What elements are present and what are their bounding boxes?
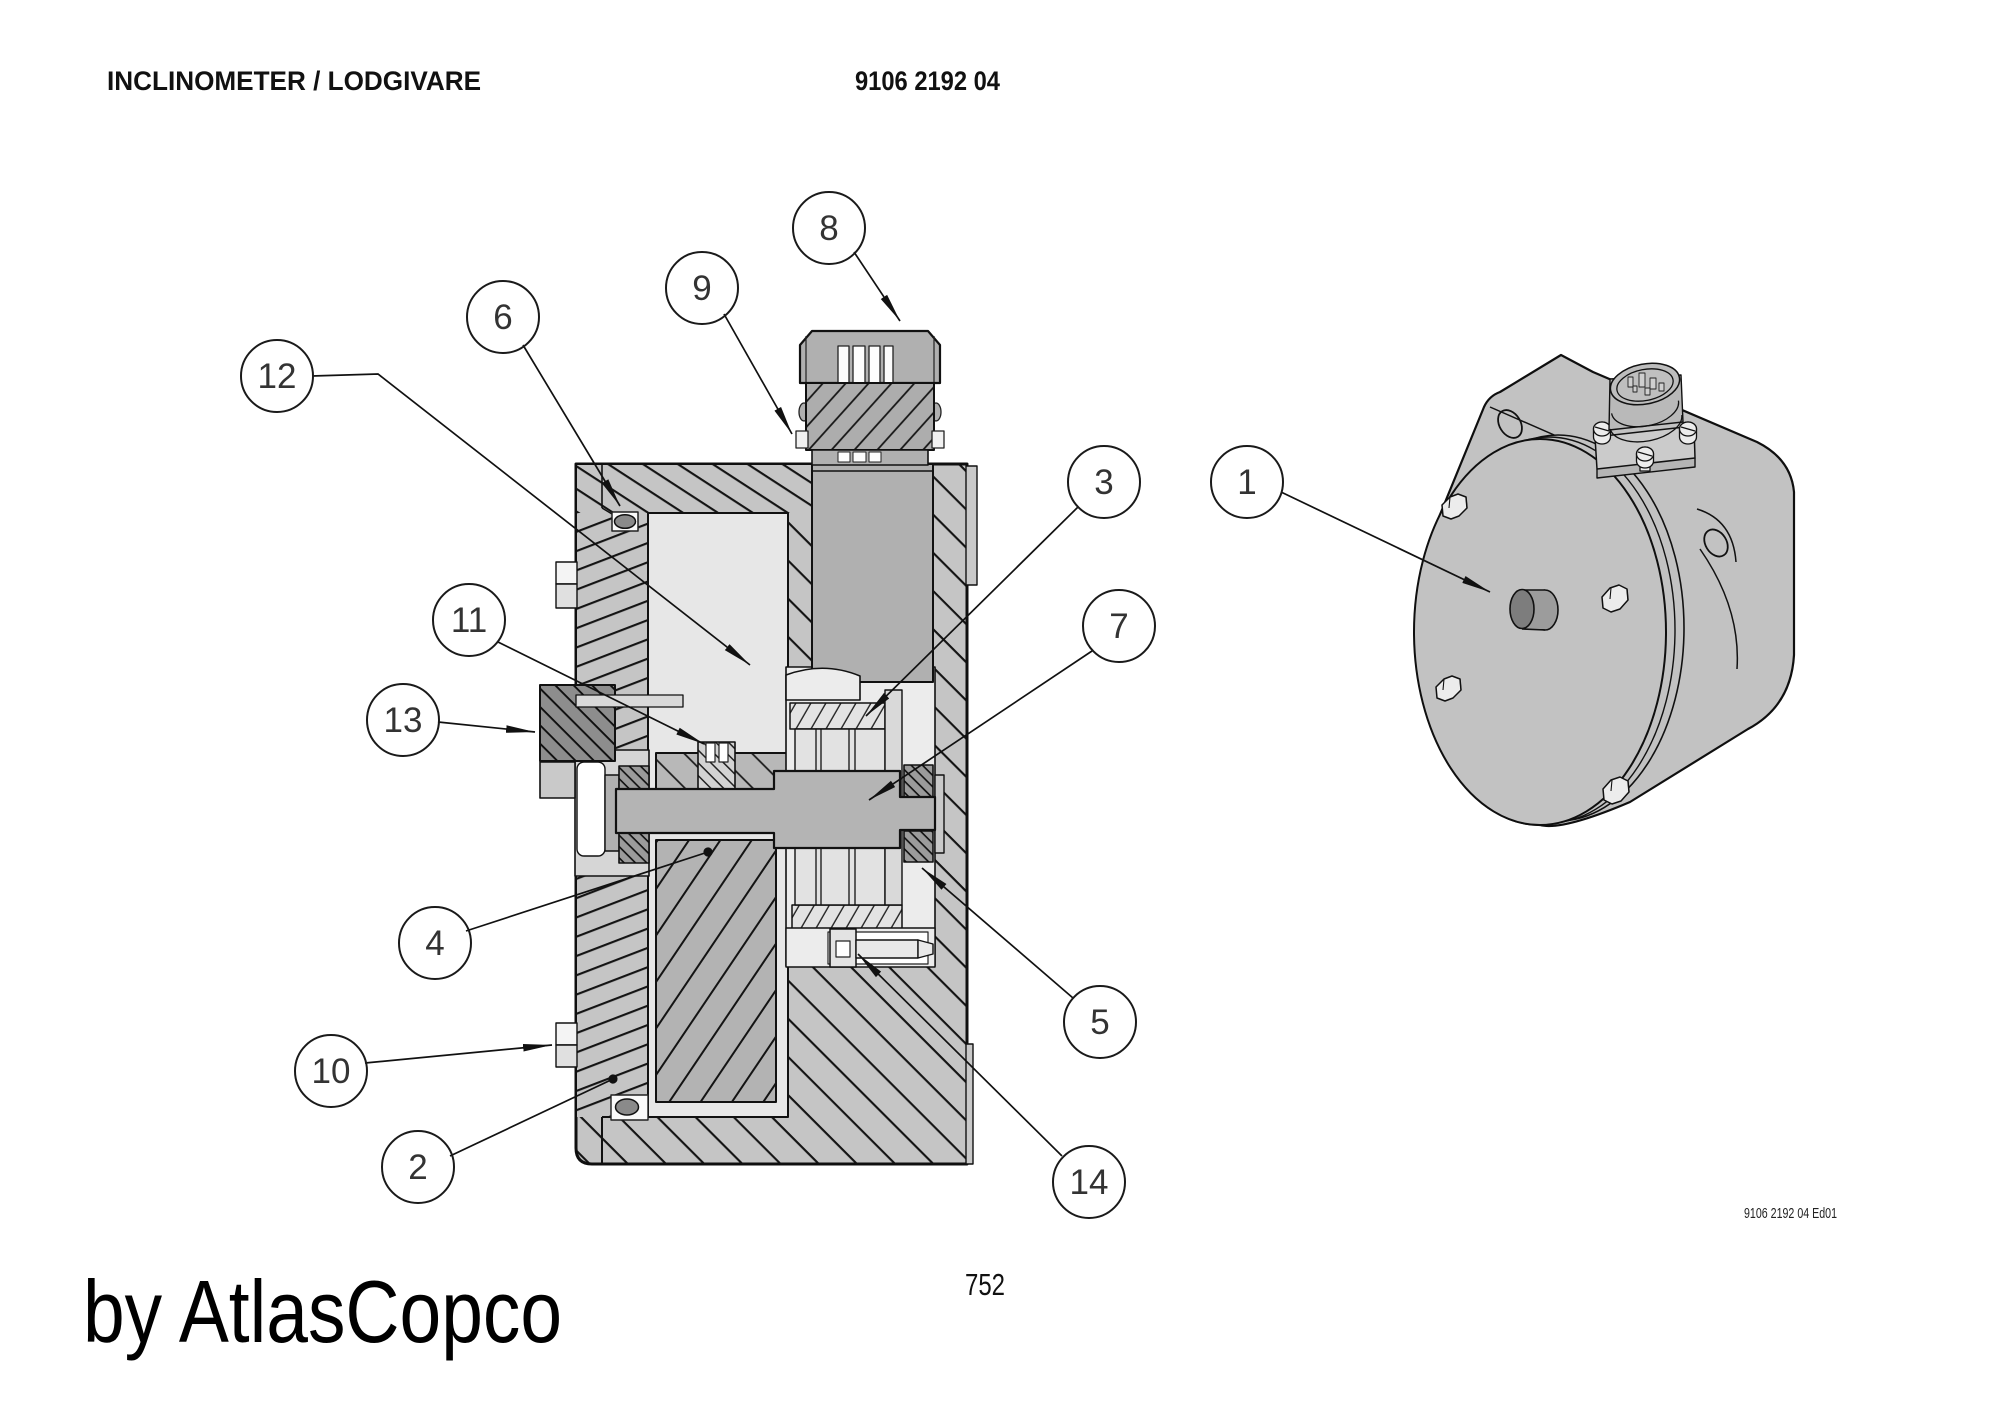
svg-text:5: 5 <box>1090 1003 1109 1042</box>
svg-text:14: 14 <box>1070 1163 1109 1202</box>
svg-text:11: 11 <box>451 601 487 640</box>
svg-text:1: 1 <box>1237 463 1256 502</box>
svg-text:2: 2 <box>408 1148 427 1187</box>
svg-text:12: 12 <box>258 357 297 396</box>
svg-text:9: 9 <box>692 269 711 308</box>
svg-text:INCLINOMETER / LODGIVARE: INCLINOMETER / LODGIVARE <box>107 66 481 96</box>
svg-text:7: 7 <box>1109 607 1128 646</box>
svg-text:9106 2192 04 Ed01: 9106 2192 04 Ed01 <box>1744 1206 1837 1222</box>
svg-text:3: 3 <box>1094 463 1113 502</box>
svg-text:13: 13 <box>384 701 423 740</box>
svg-text:10: 10 <box>312 1052 351 1091</box>
svg-text:8: 8 <box>819 209 838 248</box>
svg-text:9106 2192 04: 9106 2192 04 <box>855 66 1000 96</box>
svg-text:by AtlasCopco: by AtlasCopco <box>83 1262 562 1361</box>
svg-text:4: 4 <box>425 924 444 963</box>
svg-text:752: 752 <box>965 1267 1005 1302</box>
svg-text:6: 6 <box>493 298 512 337</box>
